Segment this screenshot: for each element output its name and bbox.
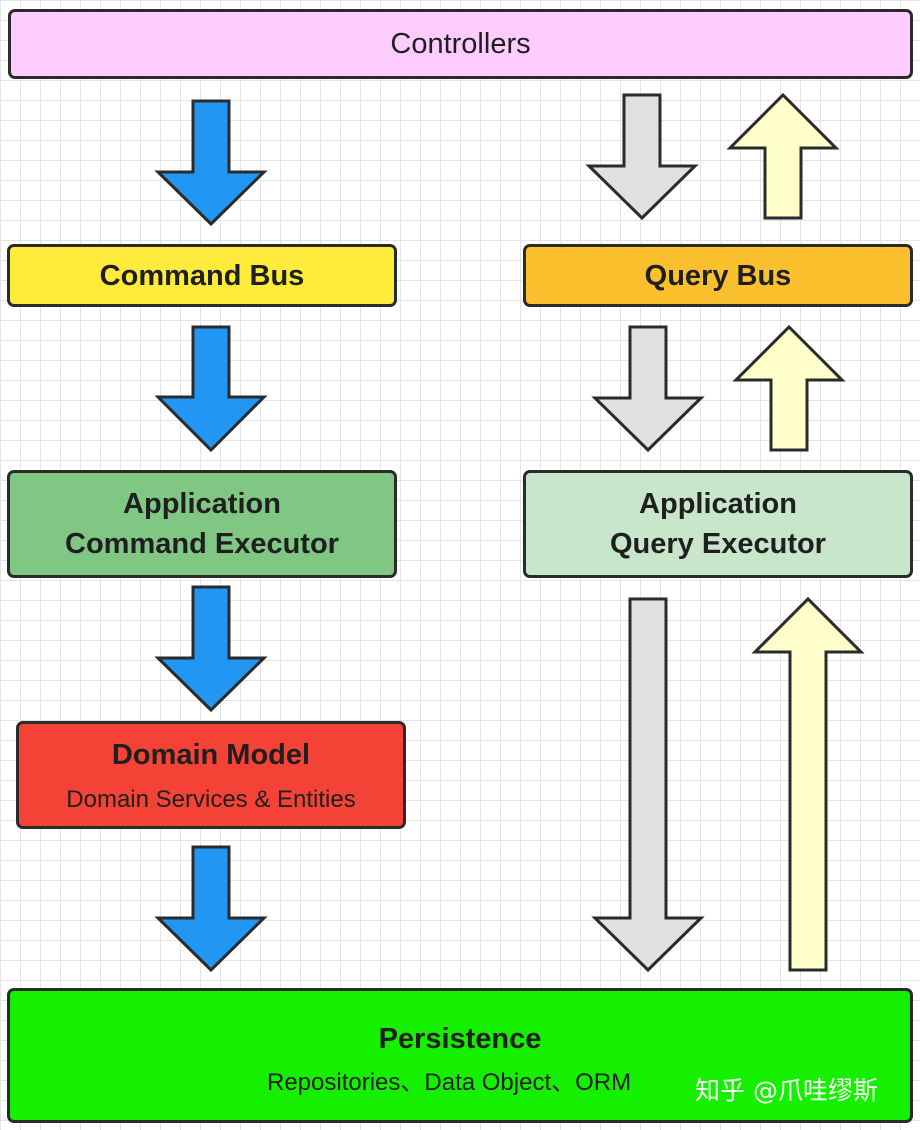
domain-model-sublabel: Domain Services & Entities <box>66 786 356 813</box>
controllers-box: Controllers <box>8 9 913 79</box>
controllers-label: Controllers <box>390 28 531 60</box>
arrow-command-bus-to-command-executor <box>154 325 268 453</box>
watermark: 知乎 @爪哇缪斯 <box>695 1076 878 1105</box>
arrow-query-executor-to-persistence <box>591 597 705 973</box>
application-command-executor-box: Application Command Executor <box>7 470 397 578</box>
command-bus-label: Command Bus <box>99 259 305 292</box>
application-query-executor-label: Application Query Executor <box>610 488 826 560</box>
persistence-label: Persistence <box>378 1023 542 1055</box>
application-query-executor-box: Application Query Executor <box>523 470 913 578</box>
domain-model-label: Domain Model <box>111 739 311 771</box>
arrow-query-bus-to-query-executor <box>591 325 705 453</box>
persistence-sublabel: Repositories、Data Object、ORM <box>267 1069 632 1096</box>
query-bus-box: Query Bus <box>523 244 913 307</box>
arrow-command-executor-to-domain-model <box>154 585 268 713</box>
arrow-persistence-to-query-executor <box>751 596 865 972</box>
arrow-domain-model-to-persistence <box>154 845 268 973</box>
command-bus-box: Command Bus <box>7 244 397 307</box>
persistence-box: Persistence Repositories、Data Object、ORM <box>7 988 913 1123</box>
query-request-arrows <box>585 93 705 973</box>
command-arrows <box>154 99 268 973</box>
arrow-query-bus-to-controllers <box>726 92 840 220</box>
arrow-controllers-to-command-bus <box>154 99 268 227</box>
application-command-executor-label: Application Command Executor <box>65 488 339 560</box>
arrow-controllers-to-query-bus <box>585 93 699 221</box>
query-response-arrows <box>726 92 865 972</box>
arrow-query-executor-to-query-bus <box>732 324 846 452</box>
query-bus-label: Query Bus <box>644 259 792 292</box>
domain-model-box: Domain Model Domain Services & Entities <box>16 721 406 829</box>
